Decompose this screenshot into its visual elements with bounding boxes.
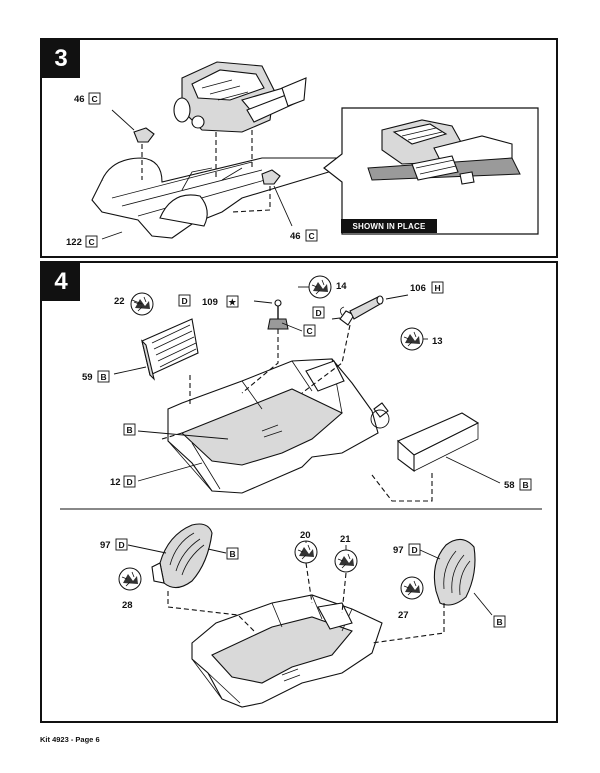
callout-b-code: B bbox=[127, 425, 133, 435]
step-4-illustration: 22 D 109 ★ 14 106 H D C 13 59 B B 12 D 5… bbox=[60, 275, 542, 708]
callout-122-code: C bbox=[89, 237, 95, 247]
page-footer: Kit 4923 - Page 6 bbox=[40, 735, 100, 744]
callout-106-code: H bbox=[435, 283, 441, 293]
callout-58-code: B bbox=[523, 480, 529, 490]
step-number-3: 3 bbox=[42, 40, 80, 78]
step-4-panel: 4 bbox=[40, 261, 558, 723]
decal-14 bbox=[308, 275, 332, 299]
console-part-59 bbox=[141, 318, 199, 381]
interior-tub-lower bbox=[191, 594, 383, 708]
callout-58-number: 58 bbox=[504, 480, 515, 491]
callout-21-number: 21 bbox=[340, 534, 351, 545]
step-3-panel: 3 46 bbox=[40, 38, 558, 258]
callout-22-code: D bbox=[182, 296, 188, 306]
callout-97-left-number: 97 bbox=[100, 540, 111, 551]
callout-d-code: D bbox=[316, 308, 322, 318]
callout-46b-code: C bbox=[309, 231, 315, 241]
callout-22-number: 22 bbox=[114, 296, 125, 307]
seat-right-97 bbox=[433, 538, 476, 606]
step-number-4: 4 bbox=[42, 263, 80, 301]
shifter-part-109 bbox=[267, 299, 289, 330]
callout-b-right-code: B bbox=[497, 617, 503, 627]
callout-109-code: ★ bbox=[229, 297, 238, 307]
callout-12-code: D bbox=[127, 477, 133, 487]
decal-13 bbox=[400, 327, 424, 351]
callout-97-right-code: D bbox=[412, 545, 418, 555]
side-panel-part-58 bbox=[396, 412, 480, 473]
callout-59-number: 59 bbox=[82, 372, 93, 383]
frame-chassis bbox=[91, 157, 343, 239]
callout-28-number: 28 bbox=[122, 600, 133, 611]
decal-28 bbox=[118, 567, 142, 591]
callout-27-number: 27 bbox=[398, 610, 409, 621]
callout-106-number: 106 bbox=[410, 283, 426, 294]
callout-13-number: 13 bbox=[432, 336, 443, 347]
step-3-illustration: 46 C 46 C 122 C bbox=[66, 61, 539, 248]
callout-97-left-code: D bbox=[119, 540, 125, 550]
inset-shown-in-place bbox=[323, 107, 539, 235]
callout-109-number: 109 bbox=[202, 297, 218, 308]
callout-97-right-number: 97 bbox=[393, 545, 404, 556]
callout-46-number: 46 bbox=[74, 94, 85, 105]
callout-14-number: 14 bbox=[336, 281, 347, 292]
callout-c-code: C bbox=[307, 326, 313, 336]
callout-46-code: C bbox=[92, 94, 98, 104]
decal-20 bbox=[294, 540, 318, 564]
engine-assembly bbox=[173, 61, 307, 133]
seat-left-97 bbox=[151, 523, 213, 589]
decal-21 bbox=[334, 549, 358, 573]
inset-caption: SHOWN IN PLACE bbox=[341, 219, 437, 233]
interior-tub-12 bbox=[167, 358, 379, 494]
callout-b-left-code: B bbox=[230, 549, 236, 559]
decal-27 bbox=[400, 576, 424, 600]
callout-12-number: 12 bbox=[110, 477, 121, 488]
part-46-right bbox=[261, 169, 281, 185]
callout-59-code: B bbox=[101, 372, 107, 382]
part-46-left bbox=[133, 127, 155, 143]
tube-part-106 bbox=[349, 295, 384, 320]
callout-46b-number: 46 bbox=[290, 231, 301, 242]
callout-122-number: 122 bbox=[66, 237, 82, 248]
callout-20-number: 20 bbox=[300, 530, 311, 541]
